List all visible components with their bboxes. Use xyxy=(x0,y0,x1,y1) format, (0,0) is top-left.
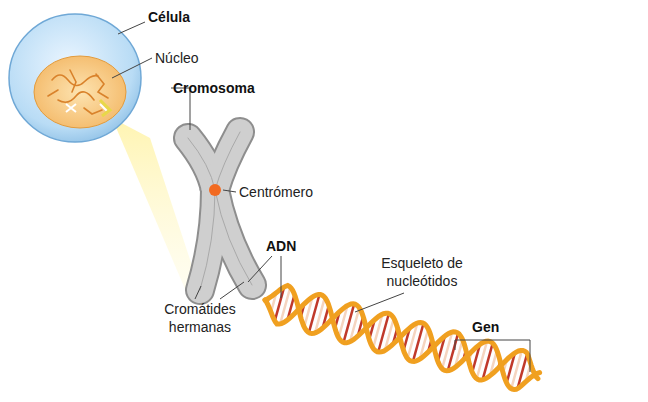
part-label: Cromosoma xyxy=(173,79,283,97)
dna-helix xyxy=(265,286,540,390)
part-label: Célula xyxy=(148,8,238,26)
centromere xyxy=(209,184,221,196)
leader-lines xyxy=(112,22,530,372)
part-label: Cromátides hermanas xyxy=(153,300,247,336)
nucleotide-backbone xyxy=(265,286,540,390)
highlighted-chromosome xyxy=(100,100,110,116)
part-label: Gen xyxy=(472,318,512,336)
nucleus-chromosomes xyxy=(66,104,108,112)
nucleus xyxy=(34,56,126,128)
part-label: ADN xyxy=(266,237,316,255)
cell xyxy=(9,14,141,142)
part-label: Núcleo xyxy=(155,49,245,67)
nucleus-chromatin xyxy=(48,70,108,114)
part-label: Centrómero xyxy=(239,183,349,201)
part-label: Esqueleto de nucleótidos xyxy=(372,254,472,290)
chromosome xyxy=(188,132,252,290)
